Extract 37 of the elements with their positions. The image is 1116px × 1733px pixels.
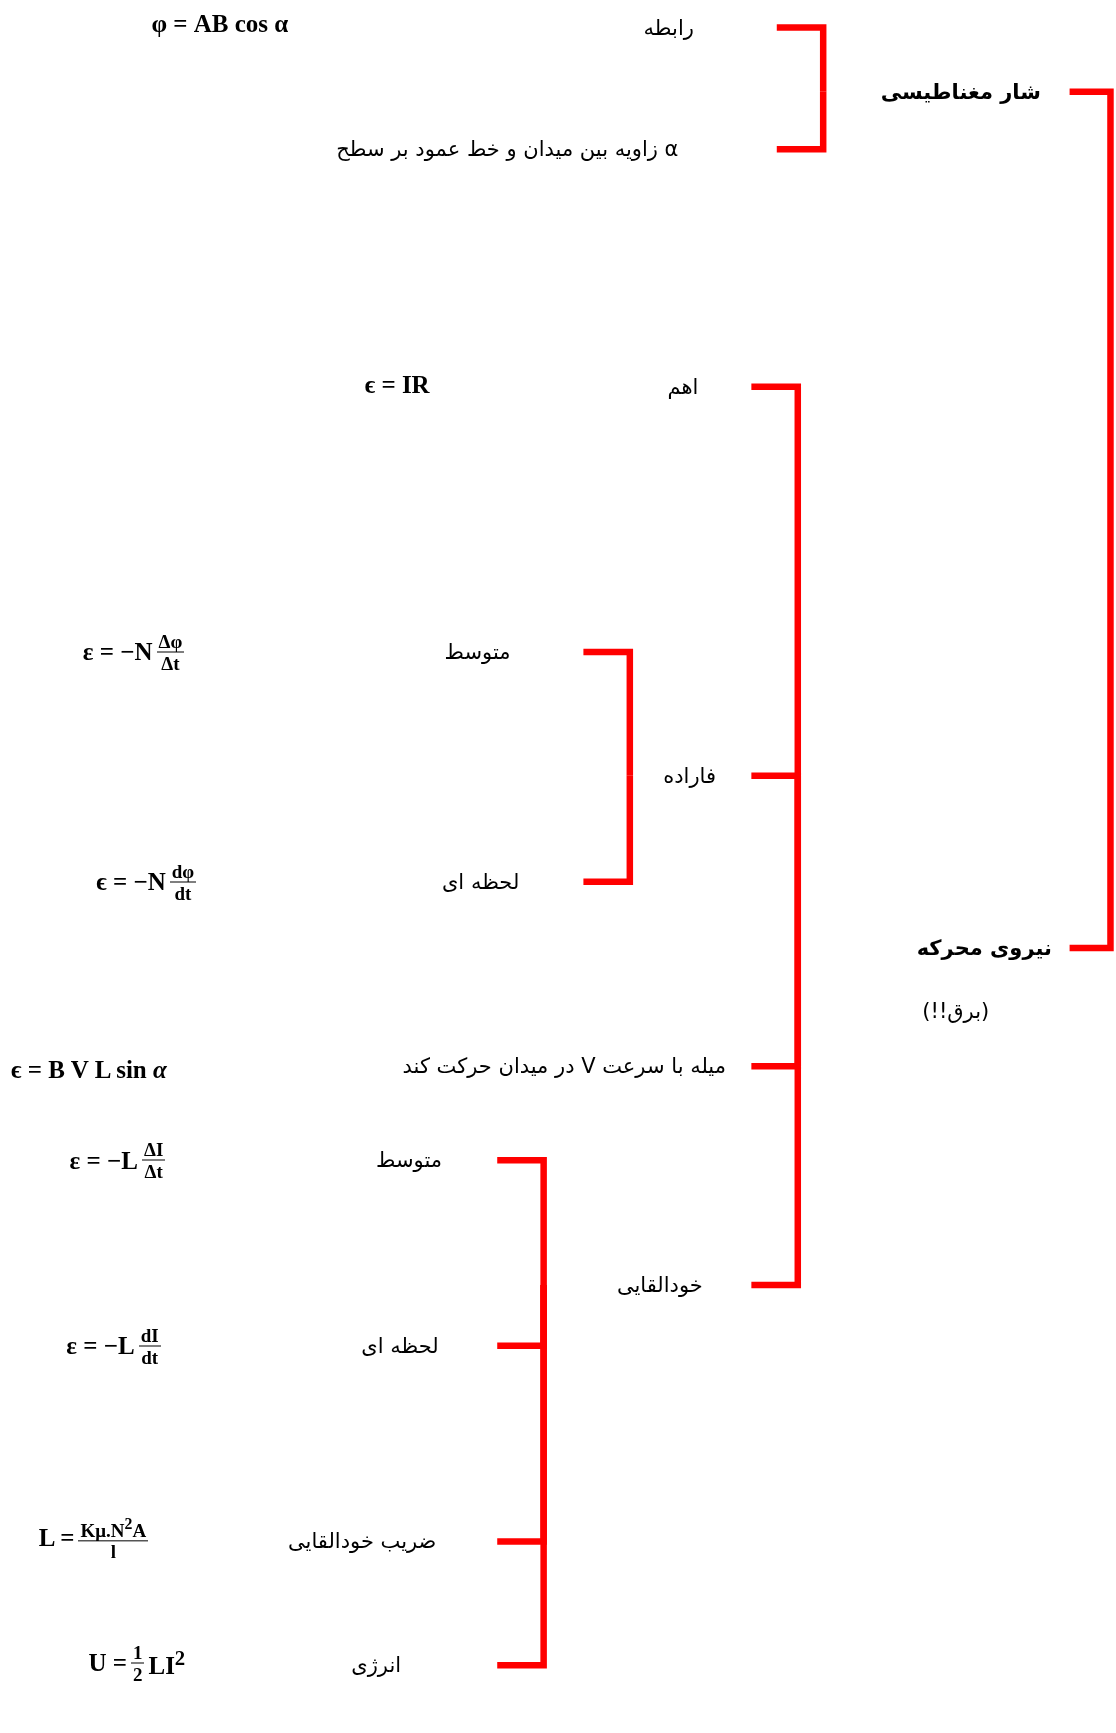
topic-label: α زاویه بین میدان و خط عمود بر سطح [336,136,679,164]
topic-label: میله با سرعت V در میدان حرکت کند [402,1053,726,1081]
topic-label: لحظه ای [441,868,520,896]
fraction: 1 2 [130,1641,145,1685]
topic-label: ضریب خودالقایی [288,1528,437,1556]
topic-label: انرژی [351,1652,402,1680]
bracket [583,648,634,776]
formula: ε = −N [82,637,153,666]
topic-label: اهم [667,373,699,401]
formula: U = [88,1648,127,1677]
bracket [776,91,827,153]
topic-label: متوسط [444,638,511,666]
topic-label: شار مغناطیسی [880,78,1041,106]
fraction: dI dt [138,1324,161,1368]
formula: LI$^{2}$ [148,1645,186,1681]
fraction: dφ dt [169,860,197,904]
formula: ϵ = IR [364,370,430,399]
formula: L = [38,1524,75,1553]
topic-label: لحظه ای [361,1332,439,1360]
topic-label: فاراده [663,762,716,790]
formula: ε = −L [69,1146,138,1175]
bracket [583,775,634,885]
fraction: ΔI Δt [141,1138,166,1182]
note-text: (برق!!) [922,998,990,1025]
formula: φ = AB cos α [151,10,289,39]
bracket [751,772,801,949]
formula: ϵ = −N [96,867,166,896]
topic-label: رابطه [643,14,694,42]
formula: ε = −L [66,1331,135,1360]
topic-label: متوسط [376,1147,442,1175]
fraction: Kμ.N$^{2}$A l [78,1513,149,1563]
formula: ϵ = B V L sin α [11,1055,167,1084]
fraction: Δφ Δt [156,630,185,674]
bracket [1069,88,1114,952]
topic-label: خودالقایی [616,1272,703,1300]
bracket [776,24,827,92]
topic-label: نیروی محرکه [916,935,1052,963]
